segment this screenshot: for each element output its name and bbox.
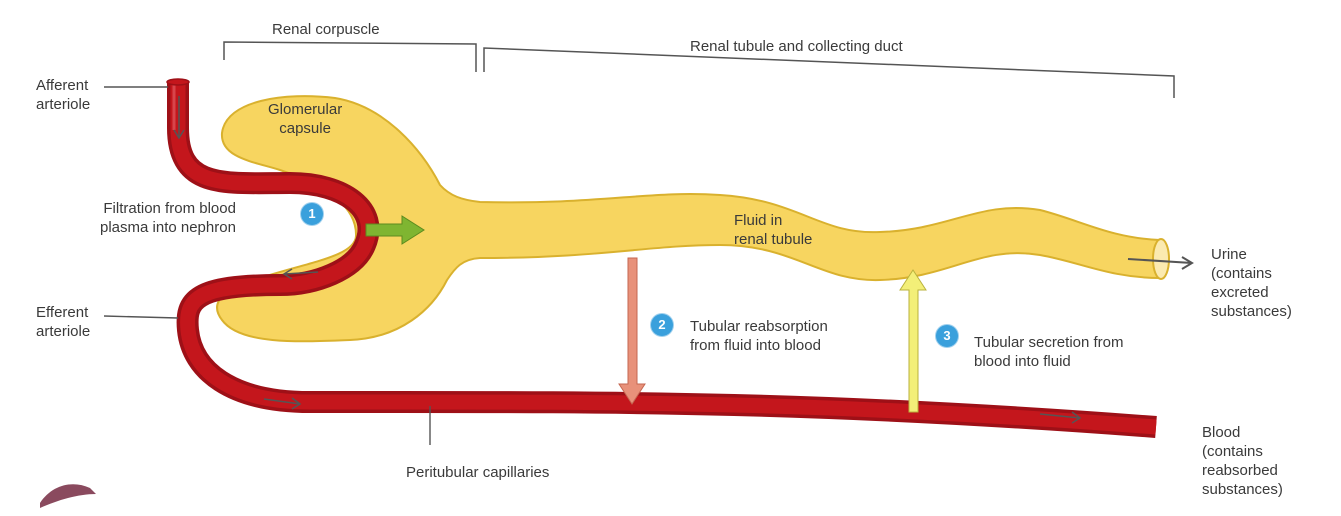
- reabsorption-label: Tubular reabsorption from fluid into blo…: [690, 317, 828, 355]
- filtration-label: Filtration from blood plasma into nephro…: [100, 199, 236, 237]
- afferent-arteriole-label: Afferent arteriole: [36, 76, 90, 114]
- efferent-arteriole-label: Efferent arteriole: [36, 303, 90, 341]
- step-3-badge: 3: [936, 325, 958, 347]
- organ-edge-shape: [40, 484, 96, 508]
- urine-label: Urine (contains excreted substances): [1211, 245, 1292, 321]
- secretion-arrow: [900, 270, 926, 412]
- renal-tubule-label: Renal tubule and collecting duct: [690, 37, 903, 56]
- fluid-in-renal-tubule-label: Fluid in renal tubule: [734, 211, 812, 249]
- renal-corpuscle-label: Renal corpuscle: [272, 20, 380, 39]
- glomerular-capsule-label: Glomerular capsule: [268, 100, 342, 138]
- reabsorption-arrow: [619, 258, 645, 404]
- renal-corpuscle-bracket: [224, 42, 476, 72]
- peritubular-capillaries-label: Peritubular capillaries: [406, 463, 549, 482]
- secretion-label: Tubular secretion from blood into fluid: [974, 333, 1124, 371]
- blood-label: Blood (contains reabsorbed substances): [1202, 423, 1283, 499]
- step-2-badge: 2: [651, 314, 673, 336]
- step-1-badge: 1: [301, 203, 323, 225]
